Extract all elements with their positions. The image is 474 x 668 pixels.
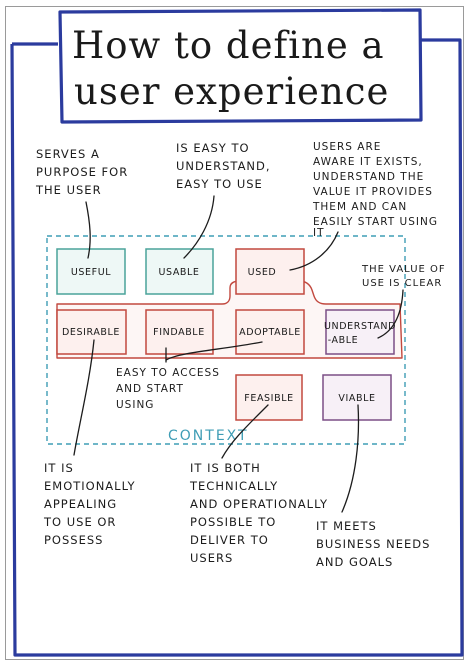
findable-label: FINDABLE [153, 327, 205, 338]
annotation-usable-line-2: UNDERSTAND, [176, 159, 271, 173]
useful-box [56, 248, 126, 295]
connector-understandable [377, 289, 404, 339]
annotation-used-line-2: AWARE IT EXISTS, [313, 156, 423, 168]
connector-usable [183, 195, 215, 259]
annotation-feasible-line-6: USERS [190, 551, 233, 565]
annotation-understandable: THE VALUE OF USE IS CLEAR [361, 264, 450, 289]
annotation-feasible-line-4: POSSIBLE TO [190, 515, 276, 529]
annotation-desirable-line-2: EMOTIONALLY [44, 479, 136, 493]
findable-box [145, 309, 214, 355]
usable-box [145, 248, 214, 295]
annotation-feasible: IT IS BOTH TECHNICALLY AND OPERATIONALLY… [189, 461, 333, 565]
desirable-box [56, 309, 127, 355]
connector-useful [85, 201, 91, 259]
annotation-viable-line-2: BUSINESS NEEDS [316, 537, 430, 551]
annotation-used-line-6: EASILY START USING [313, 216, 438, 228]
feasible-label: FEASIBLE [244, 393, 293, 404]
connector-desirable [73, 339, 95, 456]
title-line-2: user experience [74, 70, 389, 113]
desirable-label: DESIRABLE [62, 327, 120, 338]
annotation-useful-line-3: THE USER [35, 183, 102, 197]
annotation-findable-adoptable: EASY TO ACCESS AND START USING [116, 367, 224, 411]
annotation-desirable-line-5: POSSESS [44, 533, 103, 547]
annotation-used-line-3: UNDERSTAND THE [313, 171, 424, 183]
annotation-useful-line-2: PURPOSE FOR [36, 165, 128, 179]
annotation-used-line-7: IT [313, 227, 325, 239]
annotation-viable-line-3: AND GOALS [316, 555, 393, 569]
annotation-understandable-line-1: THE VALUE OF [361, 264, 446, 275]
annotation-findable-line-3: USING [116, 399, 154, 411]
annotation-used-line-4: VALUE IT PROVIDES [313, 186, 433, 198]
outer-frame [5, 6, 464, 660]
annotation-feasible-line-3: AND OPERATIONALLY [190, 497, 328, 511]
adoptable-label: ADOPTABLE [239, 327, 301, 338]
annotation-useful: SERVES A PURPOSE FOR THE USER [35, 147, 133, 197]
connector-used [289, 231, 339, 271]
connector-findable-adoptable [165, 341, 263, 361]
used-label: USED [248, 267, 277, 278]
feasible-box [235, 374, 303, 421]
connector-viable [341, 404, 360, 513]
used-box [235, 248, 305, 295]
annotation-used-line-5: THEM AND CAN [312, 201, 407, 213]
annotation-desirable: IT IS EMOTIONALLY APPEALING TO USE OR PO… [43, 461, 140, 547]
page-border [10, 38, 464, 657]
annotation-used: USERS ARE AWARE IT EXISTS, UNDERSTAND TH… [312, 141, 442, 239]
annotation-usable-line-1: IS EASY TO [176, 141, 250, 155]
connector-feasible [221, 404, 269, 459]
usable-label: USABLE [158, 267, 199, 278]
context-boundary [46, 235, 406, 445]
annotation-viable: IT MEETS BUSINESS NEEDS AND GOALS [316, 519, 435, 569]
annotation-usable: IS EASY TO UNDERSTAND, EASY TO USE [176, 141, 275, 191]
title-line-1: How to define a [72, 24, 385, 67]
annotation-usable-line-3: EASY TO USE [176, 177, 263, 191]
annotation-used-line-1: USERS ARE [313, 141, 381, 153]
adoptable-box [235, 309, 305, 355]
title-box [58, 8, 423, 124]
annotation-feasible-line-5: DELIVER TO [190, 533, 269, 547]
understandable-label-1: UNDERSTAND [324, 321, 396, 332]
annotation-findable-line-2: AND START [116, 383, 184, 395]
understandable-box [325, 309, 395, 355]
annotation-feasible-line-2: TECHNICALLY [189, 479, 278, 493]
annotation-desirable-line-1: IT IS [44, 461, 74, 475]
annotation-feasible-line-1: IT IS BOTH [190, 461, 261, 475]
annotation-desirable-line-4: TO USE OR [43, 515, 116, 529]
annotation-understandable-line-2: USE IS CLEAR [362, 278, 442, 289]
annotation-useful-line-1: SERVES A [36, 147, 100, 161]
viable-label: VIABLE [338, 393, 375, 404]
context-label: CONTEXT [168, 428, 249, 444]
annotation-desirable-line-3: APPEALING [44, 497, 117, 511]
annotation-viable-line-1: IT MEETS [316, 519, 377, 533]
annotation-findable-line-1: EASY TO ACCESS [116, 367, 220, 379]
understandable-label-2: -ABLE [328, 335, 359, 346]
useful-label: USEFUL [71, 267, 111, 278]
viable-box [322, 374, 392, 421]
